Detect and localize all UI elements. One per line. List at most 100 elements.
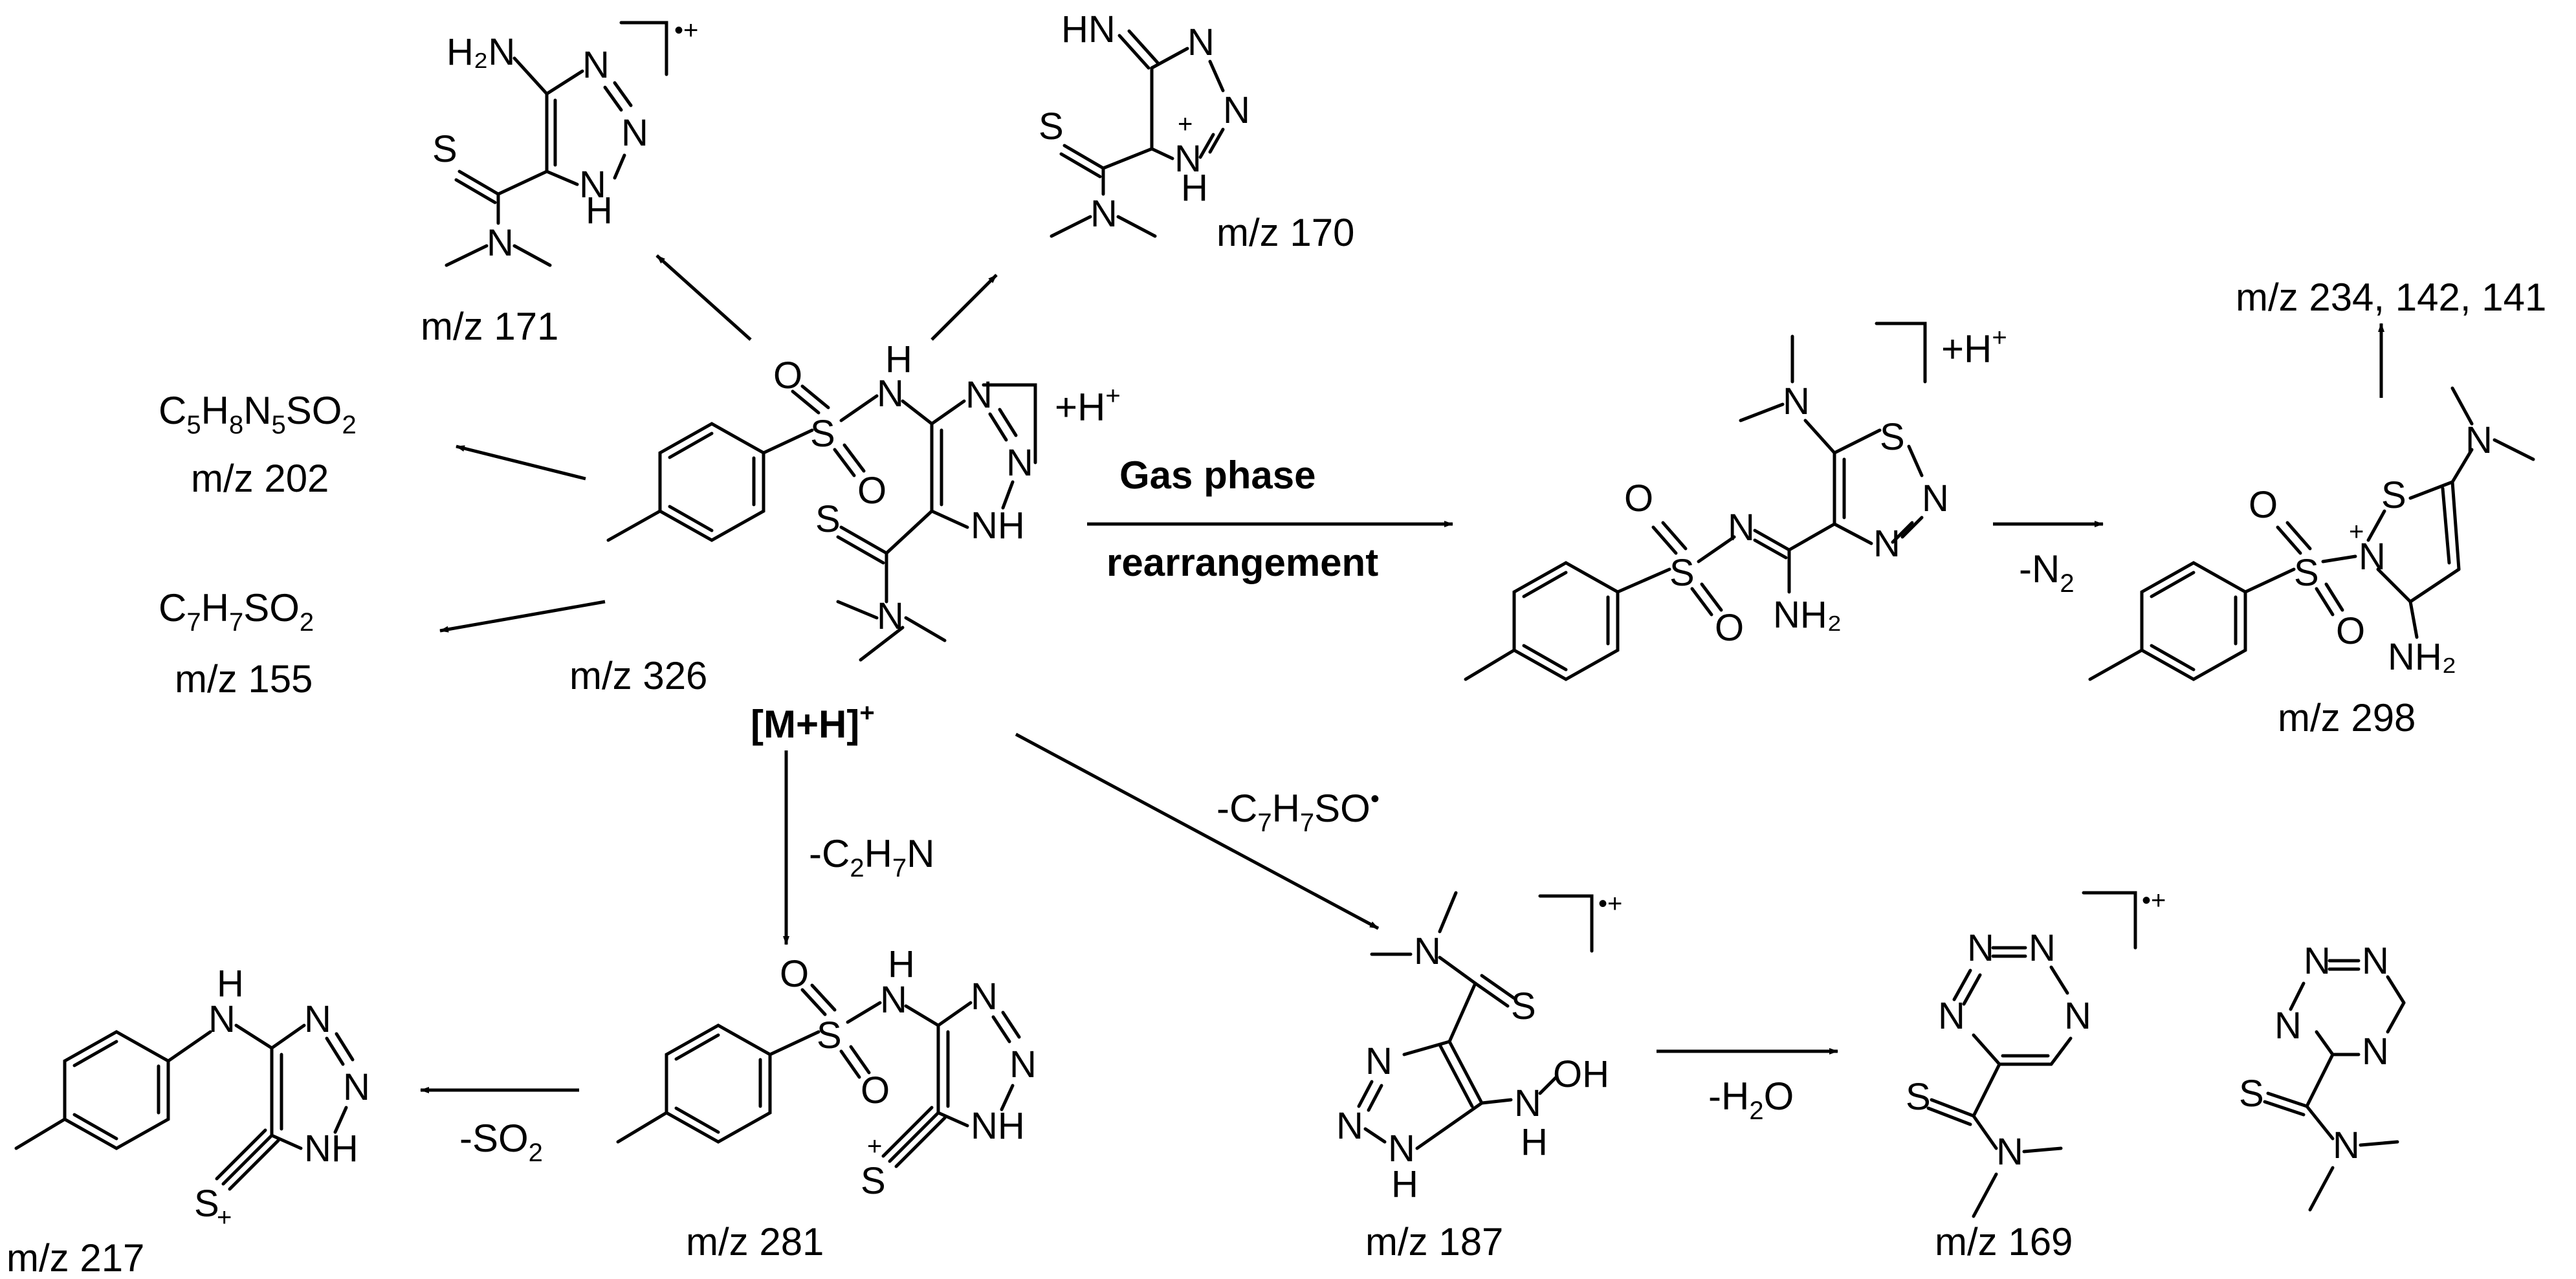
- rearrangement-line2: rearrangement: [1106, 541, 1378, 584]
- thd-nme2-n: N: [1783, 380, 1810, 422]
- f217-nh: NH: [304, 1128, 358, 1170]
- rearrangement-line1: Gas phase: [1119, 454, 1316, 497]
- fragment-170-structure: HN N N N + H S N: [1039, 8, 1250, 238]
- f281-n2: N: [1009, 1044, 1037, 1086]
- f217-s-plus: S: [194, 1183, 219, 1225]
- f217-nh-h: H: [217, 963, 244, 1005]
- iso-n1: N: [2304, 940, 2331, 982]
- f281-o2: O: [861, 1069, 890, 1111]
- thd-bracket: [1875, 322, 1927, 384]
- f170-thio-s: S: [1039, 105, 1064, 148]
- f281-nh: NH: [971, 1105, 1025, 1147]
- f170-n1: N: [1187, 21, 1215, 63]
- f171-amide-n: N: [487, 222, 514, 264]
- f281-nh-h: H: [888, 943, 915, 985]
- precursor-nh-h: H: [885, 338, 912, 380]
- f187-nh-h: H: [1391, 1163, 1418, 1205]
- f187-nhoh-h: H: [1521, 1121, 1548, 1163]
- f169-charge: •+: [2142, 886, 2166, 915]
- f281-o1: O: [780, 953, 809, 995]
- f187-charge: •+: [1598, 890, 1622, 918]
- f281-mz: m/z 281: [686, 1220, 824, 1263]
- precursor-triazole-n1: N: [965, 374, 993, 416]
- f155-mz: m/z 155: [175, 657, 313, 701]
- precursor-mz: m/z 326: [569, 654, 707, 697]
- thd-nh2: NH₂: [1773, 594, 1842, 636]
- precursor-s-atom: S: [810, 413, 835, 455]
- f202-mz: m/z 202: [191, 457, 329, 500]
- f170-plus: +: [1178, 110, 1193, 138]
- f187-n2: N: [1336, 1105, 1363, 1147]
- thd-o2: O: [1715, 607, 1744, 649]
- precursor-bracket: [982, 383, 1037, 465]
- arrow-to-202: [456, 444, 586, 481]
- iso-n2: N: [2362, 940, 2389, 982]
- f281-loss: -C2H7N: [809, 832, 935, 882]
- f171-nh-n: N: [579, 164, 606, 206]
- precursor-ion-label: [M+H]+: [751, 699, 875, 746]
- f187-mz: m/z 187: [1365, 1220, 1503, 1263]
- thd-ring-n1: N: [1922, 477, 1949, 519]
- precursor-o2-atom: O: [857, 470, 886, 512]
- fragment-217-structure: N H N N NH S +: [14, 963, 370, 1232]
- f171-mz: m/z 171: [421, 305, 558, 348]
- thd-adduct: +H+: [1941, 323, 2007, 371]
- f281-plus: +: [867, 1132, 882, 1161]
- f281-s-plus: S: [861, 1160, 886, 1202]
- f170-mz: m/z 170: [1216, 211, 1354, 254]
- f187-n1: N: [1365, 1040, 1393, 1082]
- thd-ring-s: S: [1880, 416, 1905, 458]
- iso-n3: N: [2362, 1031, 2389, 1073]
- precursor-o1-atom: O: [773, 355, 802, 397]
- f298-mz: m/z 298: [2278, 696, 2416, 739]
- f298-nh2: NH₂: [2388, 636, 2456, 678]
- fragment-171-structure: H₂N N N N H S N: [432, 31, 648, 267]
- f169-thio-s: S: [1906, 1076, 1931, 1118]
- arrow-to-187: [1015, 732, 1380, 930]
- f169-n1: N: [1967, 927, 1994, 969]
- f170-n-plus: N: [1174, 138, 1202, 180]
- f169-mz: m/z 169: [1935, 1220, 2073, 1263]
- precursor-structure: S O O N H N N NH S N: [606, 338, 1033, 662]
- iso-thio-s: S: [2239, 1073, 2264, 1115]
- f169-loss: -H2O: [1708, 1075, 1794, 1125]
- f187-loss: -C7H7SO•: [1216, 785, 1380, 837]
- f187-nh-n: N: [1388, 1128, 1415, 1170]
- arrow-to-155: [439, 600, 606, 633]
- f217-loss: -SO2: [459, 1117, 543, 1167]
- arrow-to-170: [930, 274, 998, 341]
- f298-loss: -N2: [2019, 547, 2075, 598]
- f217-mz: m/z 217: [6, 1236, 144, 1279]
- f202-formula: C5H8N5SO2: [159, 389, 357, 439]
- fragment-298-structure: S O O N + S NH₂ N: [2088, 386, 2535, 681]
- f217-plus: +: [217, 1203, 232, 1232]
- f171-charge: •+: [674, 16, 698, 45]
- f187-bracket: [1538, 894, 1594, 953]
- f171-thio-s: S: [432, 128, 457, 170]
- thd-n: N: [1728, 507, 1755, 549]
- precursor-thio-s: S: [815, 498, 841, 540]
- f187-thio-s: S: [1511, 985, 1536, 1027]
- thd-o1: O: [1624, 477, 1653, 519]
- f217-n1: N: [304, 998, 331, 1040]
- f187-amide-n: N: [1414, 930, 1441, 972]
- f217-nh-n: N: [208, 998, 236, 1040]
- iso-n4: N: [2274, 1005, 2302, 1047]
- fragment-281-structure: S O O N H N N NH S +: [616, 943, 1037, 1202]
- f170-amide-n: N: [1090, 193, 1117, 235]
- f234-mz: m/z 234, 142, 141: [2236, 276, 2546, 319]
- f298-o2: O: [2336, 610, 2365, 652]
- precursor-triazole-nh: NH: [971, 505, 1025, 547]
- f298-s: S: [2294, 552, 2319, 594]
- f171-bracket: [619, 21, 668, 76]
- arrow-to-171: [655, 254, 752, 341]
- f281-s: S: [817, 1014, 842, 1056]
- f169-amide-n: N: [1996, 1131, 2023, 1173]
- f155-formula: C7H7SO2: [159, 586, 314, 637]
- f169-bracket: [2082, 891, 2137, 950]
- thd-s: S: [1669, 552, 1695, 594]
- fragment-169-structure: N N N N S N: [1906, 927, 2091, 1218]
- f171-n1: N: [582, 44, 610, 86]
